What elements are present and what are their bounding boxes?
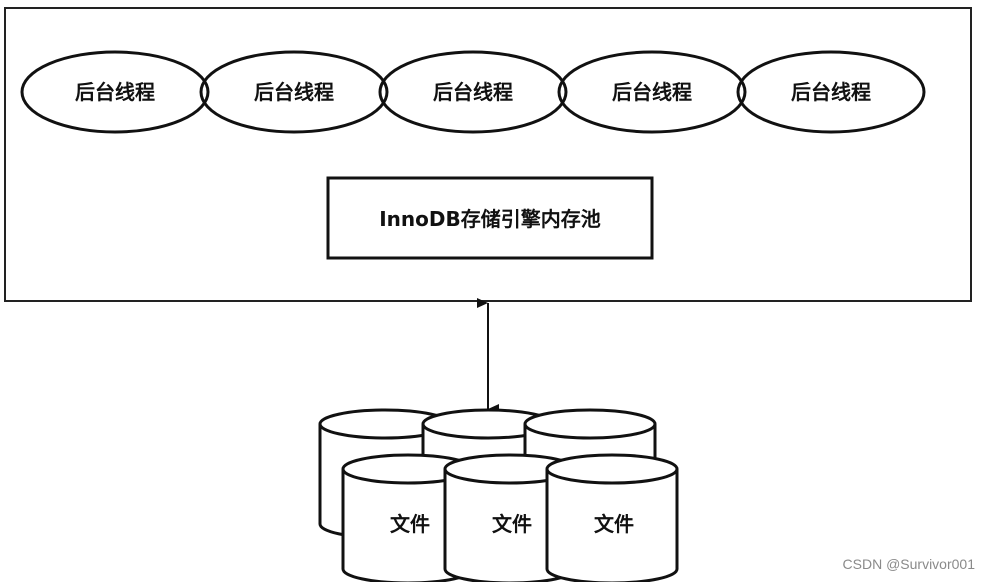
background-thread: 后台线程: [557, 50, 747, 134]
file-label: 文件: [594, 512, 634, 536]
background-thread: 后台线程: [736, 50, 926, 134]
cylinder-top: [545, 453, 679, 485]
background-thread-ellipse: [378, 50, 568, 134]
cylinder-top: [523, 408, 657, 440]
background-thread-ellipse: [736, 50, 926, 134]
files-group: 文件 文件 文件: [318, 408, 679, 582]
background-thread-label: 后台线程: [433, 80, 513, 104]
background-thread: 后台线程: [378, 50, 568, 134]
background-thread-label: 后台线程: [254, 80, 334, 104]
file-cylinder: 文件: [545, 453, 679, 582]
background-thread: 后台线程: [199, 50, 389, 134]
background-thread: 后台线程: [20, 50, 210, 134]
cylinder-body: [545, 469, 679, 582]
memory-pool-label: InnoDB存储引擎内存池: [379, 207, 601, 231]
background-thread-ellipse: [557, 50, 747, 134]
background-threads-group: 后台线程 后台线程 后台线程 后台线程 后台线程: [20, 50, 926, 134]
background-thread-label: 后台线程: [791, 80, 871, 104]
memory-pool-box: [326, 176, 654, 260]
background-thread-label: 后台线程: [612, 80, 692, 104]
file-label: 文件: [390, 512, 430, 536]
background-thread-ellipse: [199, 50, 389, 134]
background-thread-ellipse: [20, 50, 210, 134]
file-label: 文件: [492, 512, 532, 536]
file-cylinder: 文件: [443, 453, 577, 582]
background-thread-label: 后台线程: [75, 80, 155, 104]
watermark: CSDN @Survivor001: [842, 556, 975, 572]
